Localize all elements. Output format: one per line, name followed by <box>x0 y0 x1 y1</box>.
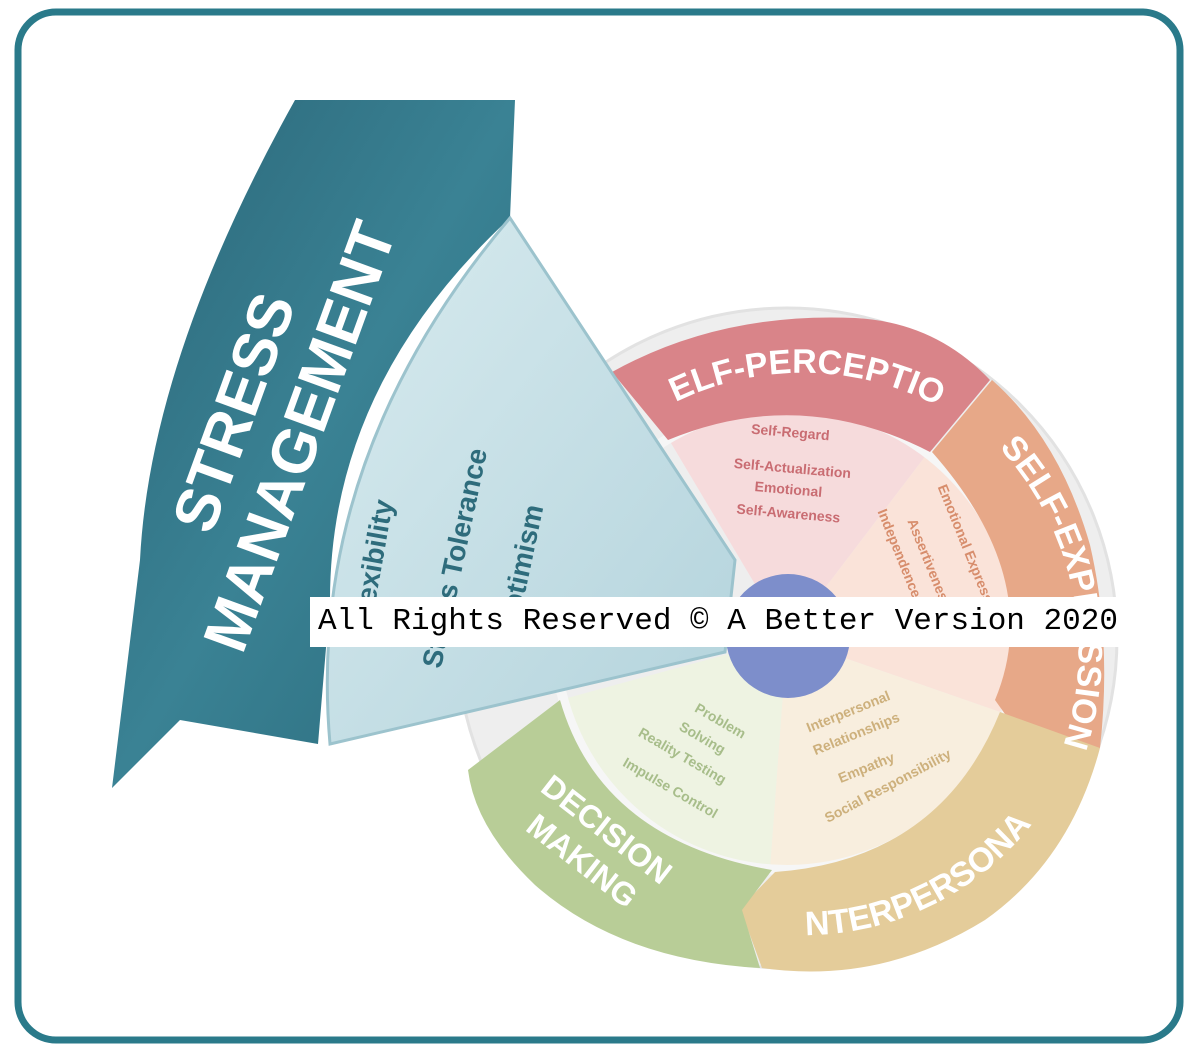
self-perception-item-emotional: Emotional <box>754 478 823 500</box>
self-perception-band <box>612 317 990 452</box>
interpersonal-band <box>740 712 1100 972</box>
interpersonal-inner-sector <box>770 638 1000 869</box>
self-expression-band <box>932 380 1105 748</box>
self-perception-inner-sector <box>668 403 930 638</box>
self-perception-item-self-regard: Self-Regard <box>751 421 831 444</box>
stress-management-band <box>112 100 515 788</box>
decision-making-band <box>468 700 772 968</box>
decision-making-inner-sector <box>560 638 787 868</box>
copyright-watermark: All Rights Reserved © A Better Version 2… <box>310 597 1128 647</box>
